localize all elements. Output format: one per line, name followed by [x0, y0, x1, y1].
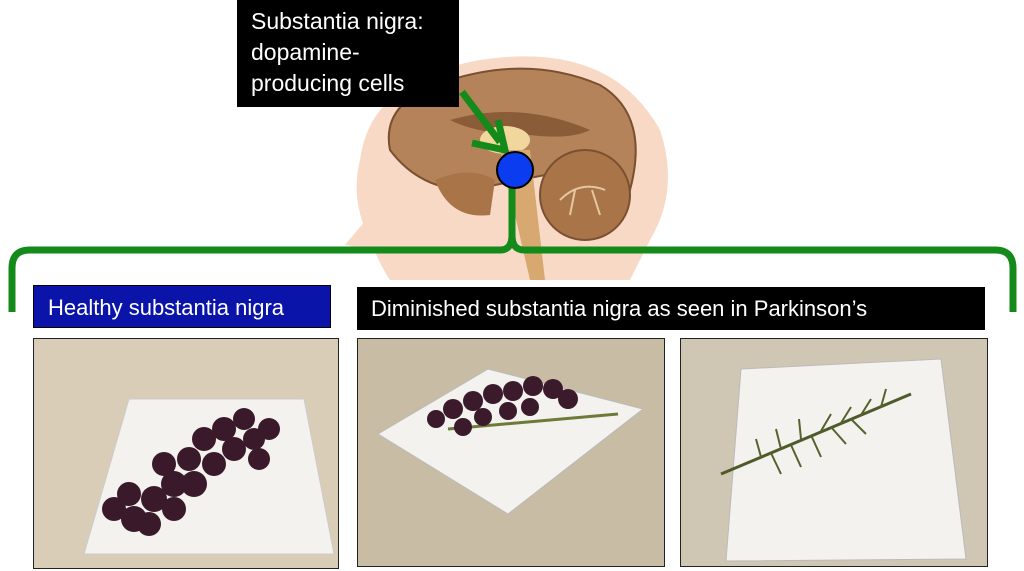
photo-bare-stem [680, 338, 988, 567]
callout-line: Substantia nigra: [251, 8, 424, 34]
diminished-label: Diminished substantia nigra as seen in P… [357, 287, 985, 330]
callout-line: dopamine- [251, 39, 360, 65]
bracket-connector [8, 89, 1017, 312]
substantia-nigra-marker [496, 151, 534, 189]
substantia-nigra-callout: Substantia nigra: dopamine- producing ce… [237, 0, 459, 107]
photo-healthy-grapes [33, 338, 339, 569]
photo-partial-grapes [357, 338, 665, 567]
callout-line: producing cells [251, 70, 405, 96]
healthy-label: Healthy substantia nigra [33, 285, 331, 328]
